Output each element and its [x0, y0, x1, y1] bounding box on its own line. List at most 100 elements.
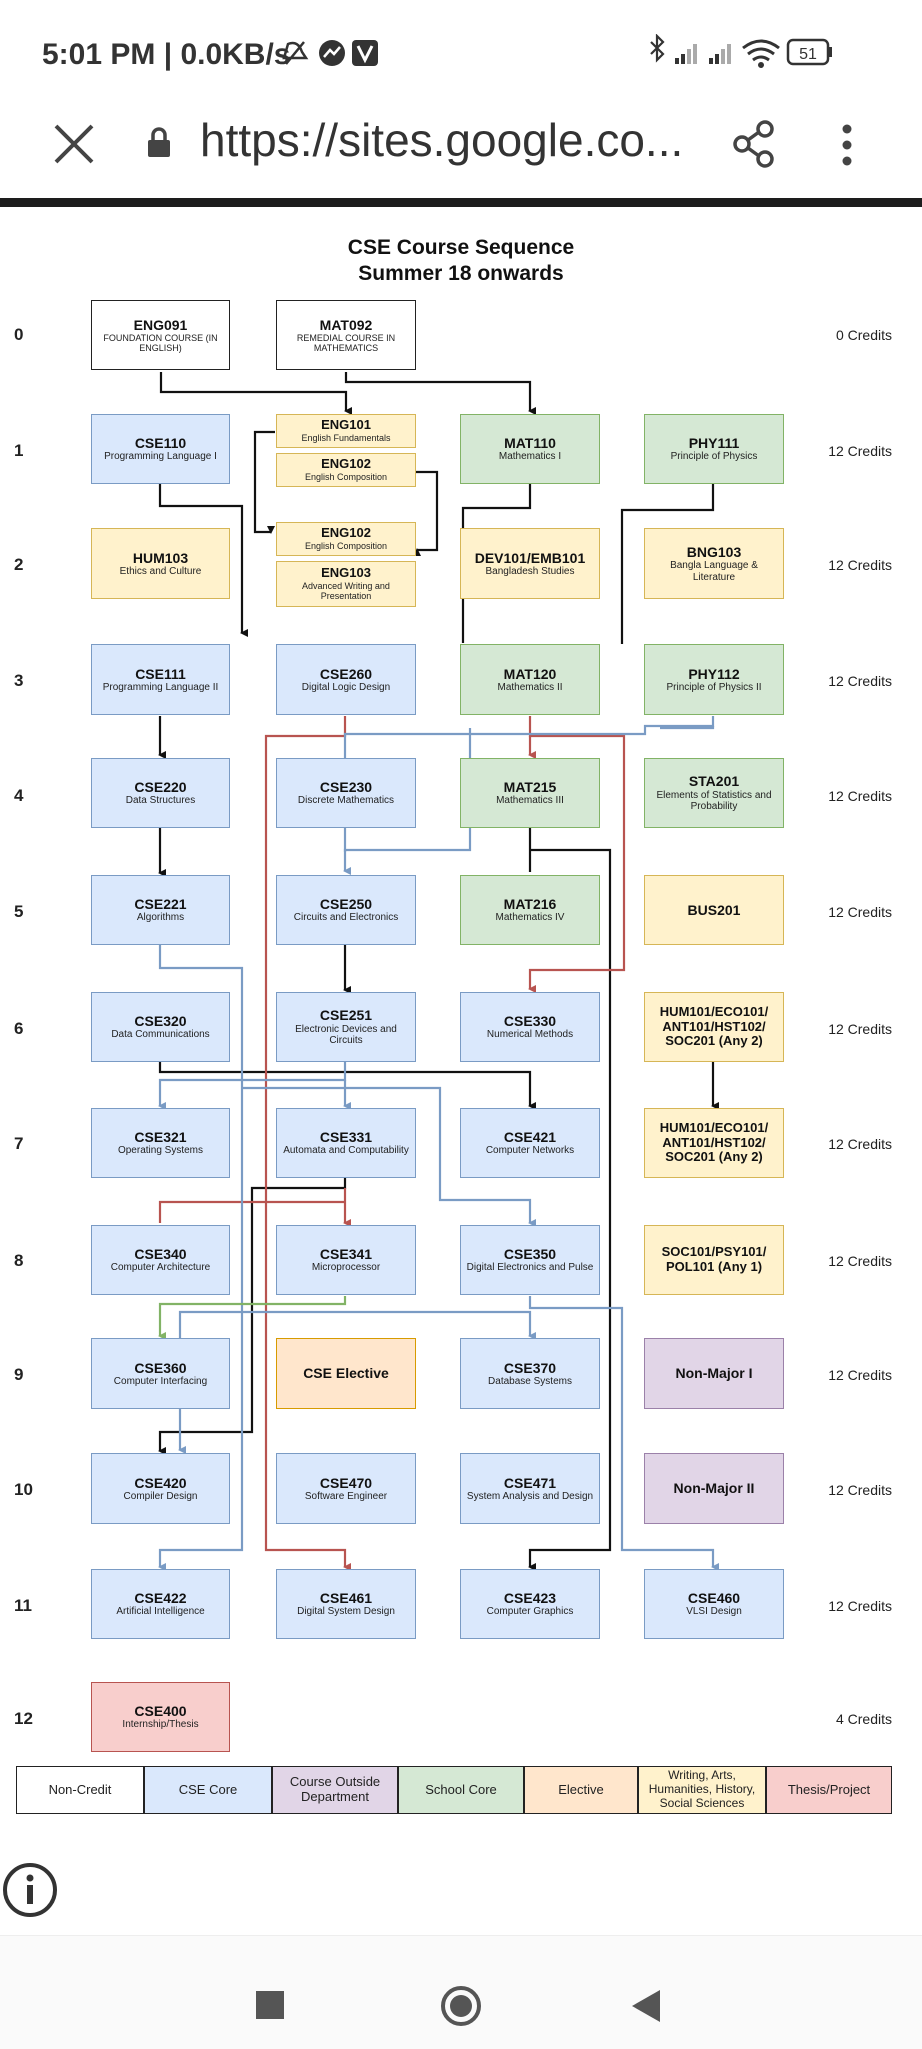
legend-school-core: School Core	[398, 1766, 524, 1814]
legend-non-credit: Non-Credit	[16, 1766, 144, 1814]
row-number: 5	[14, 902, 24, 921]
row-credits: 12 Credits	[828, 557, 892, 573]
legend-elective: Elective	[524, 1766, 638, 1814]
row-number: 11	[14, 1596, 32, 1615]
arrow-eng102-eng103	[413, 470, 439, 556]
row-credits: 12 Credits	[828, 443, 892, 459]
row-number: 7	[14, 1134, 24, 1153]
recents-button-icon[interactable]	[256, 1991, 284, 2019]
row-number: 1	[14, 441, 24, 460]
legend-cse-core: CSE Core	[144, 1766, 272, 1814]
row-credits: 12 Credits	[828, 788, 892, 804]
diagram-subtitle: Summer 18 onwards	[358, 262, 564, 285]
course-sequence-diagram: CSE Course Sequence Summer 18 onwards	[0, 210, 922, 1830]
row-number: 0	[14, 325, 24, 344]
url-text[interactable]: https://sites.google.co...	[200, 114, 684, 166]
toolbar-divider	[0, 198, 922, 207]
arrow-cse260-cse340	[158, 1188, 345, 1223]
lock-icon	[148, 127, 170, 157]
course-non-major-2: Non-Major II	[644, 1453, 784, 1524]
arrow-cse221-cse350	[242, 1086, 536, 1227]
battery-icon	[786, 38, 830, 66]
row-credits: 12 Credits	[828, 1482, 892, 1498]
arrow-phy112	[343, 716, 715, 852]
row-credits: 0 Credits	[835, 327, 892, 343]
row-number: 2	[14, 555, 24, 574]
arrow-cse341-cse360	[158, 1296, 347, 1340]
arrow-phy111-phy112	[620, 484, 715, 644]
arrow-cse260-cse461	[264, 716, 351, 1571]
legend: Non-Credit CSE Core Course Outside Depar…	[16, 1766, 896, 1814]
signal-icon-2	[709, 44, 731, 64]
course-hum101-a: HUM101/ECO101/ ANT101/HST102/ SOC201 (An…	[644, 992, 784, 1062]
info-icon[interactable]	[2, 1862, 58, 1918]
wifi-icon	[742, 39, 780, 62]
status-time: 5:01 PM | 0.0KB/s	[42, 38, 291, 71]
row-number: 10	[14, 1480, 33, 1499]
close-icon[interactable]	[52, 122, 96, 166]
diagram-title: CSE Course Sequence	[347, 236, 575, 259]
row-credits: 12 Credits	[828, 1253, 892, 1269]
share-icon[interactable]	[733, 120, 777, 168]
row-number: 8	[14, 1251, 24, 1270]
system-navigation-bar	[0, 1935, 922, 2049]
row-credits: 12 Credits	[828, 1136, 892, 1152]
row-credits: 12 Credits	[828, 1021, 892, 1037]
arrow-mat120-cse330	[528, 716, 626, 993]
arrow-phy112-b	[660, 726, 715, 730]
course-cse-elective: CSE Elective	[276, 1338, 416, 1409]
arrow-mat092-mat110	[344, 372, 536, 415]
legend-outside-department: Course Outside Department	[272, 1766, 398, 1814]
arrow-cse350-cse460	[528, 1296, 719, 1571]
back-button-icon[interactable]	[632, 1990, 662, 2022]
arrow-cse370	[345, 1310, 536, 1340]
home-button-icon[interactable]	[440, 1985, 482, 2027]
arrow-eng091-eng101	[159, 372, 352, 415]
row-number: 12	[14, 1709, 33, 1728]
arrow-mat215-cse423	[530, 827, 612, 1567]
arrow-cse221-cse422	[158, 945, 244, 1571]
row-credits: 12 Credits	[828, 673, 892, 689]
course-bus201: BUS201	[644, 875, 784, 945]
course-non-major-1: Non-Major I	[644, 1338, 784, 1409]
row-number: 3	[14, 671, 24, 690]
mute-bell-icon	[282, 41, 309, 65]
more-options-icon[interactable]	[840, 122, 854, 168]
row-credits: 12 Credits	[828, 1367, 892, 1383]
legend-thesis-project: Thesis/Project	[766, 1766, 892, 1814]
signal-icon	[675, 44, 697, 64]
